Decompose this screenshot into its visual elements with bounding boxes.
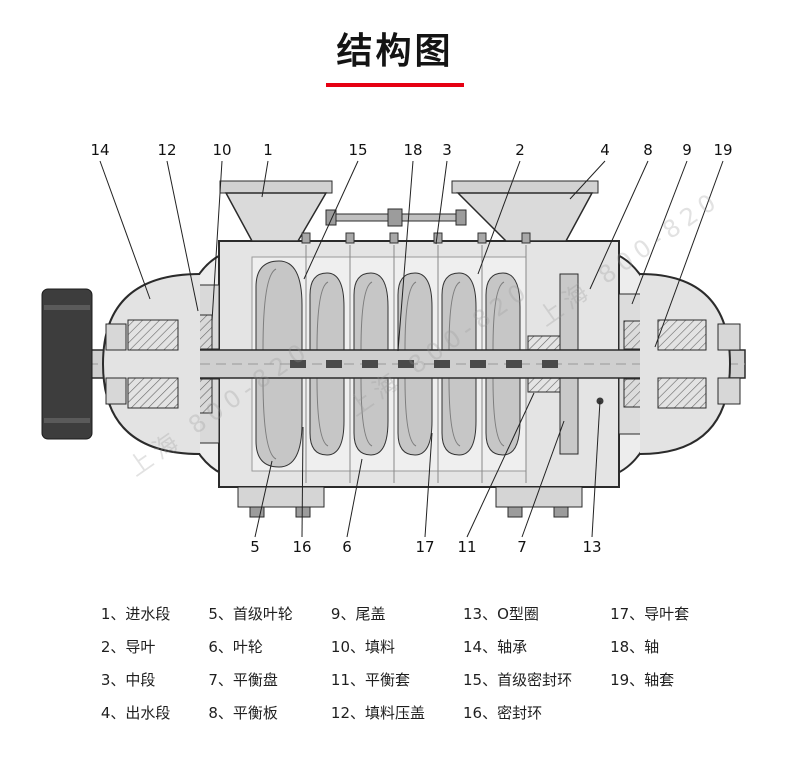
legend-item: 3、中段 (100, 671, 156, 689)
callout-number: 5 (250, 538, 260, 556)
legend-item: 11、平衡套 (330, 671, 410, 689)
callout-top-8: 2 (477, 141, 525, 275)
callout-number: 13 (582, 538, 601, 556)
leader-line (589, 160, 649, 290)
legend-item: 12、填料压盖 (330, 704, 425, 722)
callout-top-9: 4 (569, 141, 610, 200)
leader-line (397, 160, 414, 352)
leader-line (346, 458, 363, 538)
callout-number: 18 (403, 141, 422, 159)
callout-number: 7 (517, 538, 527, 556)
leader-line (301, 426, 304, 538)
callout-number: 14 (90, 141, 109, 159)
callout-top-3: 10 (211, 141, 232, 322)
legend-item: 14、轴承 (463, 638, 528, 656)
legend-item: 13、O型圈 (463, 605, 539, 623)
callout-number: 16 (292, 538, 311, 556)
leader-line (424, 432, 433, 538)
parts-legend: 1、进水段 2、导叶 3、中段 4、出水段 5、首级叶轮 6、叶轮 7、平衡盘 … (0, 603, 790, 723)
legend-item: 17、导叶套 (610, 605, 690, 623)
left-bearing (127, 319, 179, 351)
pump-structure-diagram: 14 12 10 1 15 18 (0, 89, 790, 559)
leader-line (521, 420, 565, 538)
leader-line (591, 400, 601, 538)
leader-line (99, 160, 151, 300)
inlet-section (219, 180, 333, 242)
legend-item: 18、轴 (610, 638, 660, 656)
coupling (41, 288, 93, 440)
leader-line (303, 160, 359, 280)
right-bearing-housing (639, 273, 741, 455)
legend-column-1: 1、进水段 2、导叶 3、中段 4、出水段 (101, 603, 171, 723)
leader-line (631, 160, 688, 305)
callout-number: 10 (212, 141, 231, 159)
callout-bottom-2: 16 (292, 426, 312, 556)
callout-top-10: 8 (589, 141, 653, 290)
legend-item: 4、出水段 (100, 704, 171, 722)
callout-bottom-7: 13 (582, 400, 602, 556)
leader-line (261, 160, 269, 198)
leader-line (166, 160, 199, 312)
callout-number: 9 (682, 141, 692, 159)
page-title: 结构图 (336, 31, 454, 72)
leader-line (254, 460, 273, 538)
legend-column-4: 13、O型圈 14、轴承 15、首级密封环 16、密封环 (463, 603, 572, 723)
callout-number: 12 (157, 141, 176, 159)
callout-bottom-6: 7 (517, 420, 565, 556)
legend-item: 9、尾盖 (330, 605, 386, 623)
callout-top-6: 18 (397, 141, 423, 352)
legend-item: 10、填料 (330, 638, 395, 656)
callout-top-4: 1 (261, 141, 273, 198)
legend-item: 8、平衡板 (208, 704, 278, 722)
legend-column-3: 9、尾盖 10、填料 11、平衡套 12、填料压盖 (331, 603, 425, 723)
legend-item: 2、导叶 (100, 638, 156, 656)
legend-item: 19、轴套 (610, 671, 675, 689)
callout-number: 3 (442, 141, 452, 159)
callout-number: 17 (415, 538, 434, 556)
legend-column-2: 5、首级叶轮 6、叶轮 7、平衡盘 8、平衡板 (208, 603, 293, 723)
leader-line (569, 160, 606, 200)
callout-number: 11 (457, 538, 476, 556)
callout-number: 15 (348, 141, 367, 159)
leader-line (654, 160, 724, 348)
callout-top-12: 19 (654, 141, 733, 348)
legend-item: 15、首级密封环 (463, 671, 573, 689)
legend-item: 6、叶轮 (208, 638, 263, 656)
tie-rod (325, 208, 467, 227)
callout-number: 6 (342, 538, 352, 556)
callout-bottom-4: 17 (415, 432, 435, 556)
callout-top-5: 15 (303, 141, 368, 280)
callout-number: 1 (263, 141, 273, 159)
title-underline (326, 83, 464, 87)
leader-line (435, 160, 448, 245)
leader-line (477, 160, 521, 275)
legend-item: 7、平衡盘 (208, 671, 278, 689)
leader-line (211, 160, 223, 322)
first-stage-impeller (255, 260, 303, 468)
callout-bottom-1: 5 (250, 460, 273, 556)
legend-item: 5、首级叶轮 (208, 605, 293, 623)
legend-column-5: 17、导叶套 18、轴 19、轴套 (610, 603, 689, 723)
pump-cross-section-drawing: 14 12 10 1 15 18 (41, 141, 746, 556)
callout-top-2: 12 (157, 141, 199, 312)
callout-number: 4 (600, 141, 610, 159)
callout-number: 2 (515, 141, 525, 159)
right-bearing (657, 319, 707, 351)
callout-bottom-3: 6 (342, 458, 363, 556)
leader-line (466, 392, 535, 538)
callout-number: 19 (713, 141, 732, 159)
outlet-section (451, 180, 599, 242)
callout-top-1: 14 (90, 141, 151, 300)
callout-top-11: 9 (631, 141, 692, 305)
legend-item: 16、密封环 (463, 704, 543, 722)
callout-number: 8 (643, 141, 653, 159)
stage-impellers (309, 272, 521, 456)
left-bearing-housing (101, 273, 201, 455)
legend-item: 1、进水段 (100, 605, 171, 623)
callout-top-7: 3 (435, 141, 452, 245)
callout-bottom-5: 11 (457, 392, 535, 556)
header: 结构图 (0, 0, 790, 87)
